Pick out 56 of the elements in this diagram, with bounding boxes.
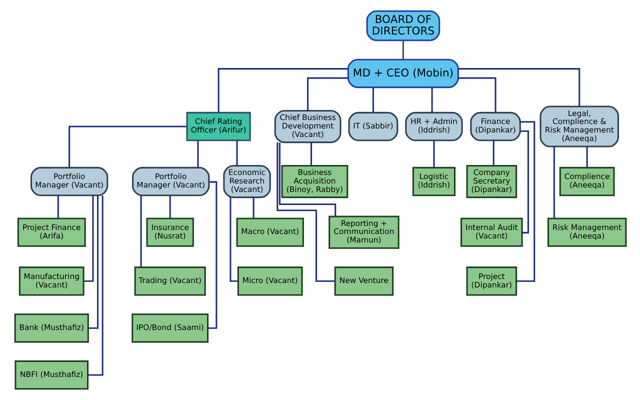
connector (458, 77, 496, 112)
node-box: BOARD OF DIRECTORS (366, 10, 440, 42)
connector (276, 142, 334, 282)
connector (207, 181, 217, 329)
node-box: Business Acquisition (Binoy, Rabby) (280, 165, 348, 198)
node-box: Logistic (Iddrish) (412, 166, 456, 196)
node-box: Portfolio Manager (Vacant) (30, 166, 108, 196)
connector (306, 77, 348, 111)
node-box: Legal, Complience & Risk Management (Aneeqa) (539, 106, 618, 148)
connector (432, 140, 434, 168)
connector (552, 146, 554, 218)
node-box: Project (Dipankar) (466, 266, 517, 296)
connector (88, 196, 98, 329)
node-box: Complience (Aneeqa) (558, 166, 614, 196)
node-box: Bank (Musthafiz) (14, 313, 88, 343)
connector (310, 142, 312, 166)
node-box: Chief Rating Officer (Arifur) (186, 112, 250, 142)
node-box: Finance (Dipankar) (470, 112, 520, 142)
connector (458, 68, 580, 106)
connector (140, 195, 142, 268)
connector (520, 130, 528, 234)
connector (68, 126, 186, 168)
node-box: New Venture (334, 266, 394, 296)
node-box: Project Finance (Arifa) (16, 218, 86, 247)
connector (492, 140, 494, 166)
node-box: Insurance (Nusrat) (146, 218, 194, 247)
node-box: HR + Admin (Iddrish) (404, 112, 462, 142)
node-box: Trading (Vacant) (134, 266, 206, 296)
connector (278, 142, 336, 216)
node-box: Portfolio Manager (Vacant) (132, 166, 210, 196)
node-box: Economic Research (Vacant) (222, 165, 270, 198)
connector (217, 68, 348, 113)
connector (83, 195, 94, 282)
node-box: Chief Business Development (Vacant) (274, 110, 341, 144)
connector (252, 197, 254, 218)
connector (516, 121, 535, 282)
connector (402, 40, 404, 60)
node-box: Risk Management (Aneeqa) (546, 218, 626, 247)
node-box: Internal Audit (Vacant) (460, 218, 522, 247)
connector (586, 146, 588, 168)
connector (229, 197, 238, 282)
connector (236, 140, 238, 166)
node-box: MD + CEO (Mobin) (346, 58, 458, 88)
connector (430, 87, 432, 112)
node-box: Micro (Vacant) (236, 266, 302, 296)
connector (168, 195, 170, 218)
node-box: IT (Sabbir) (348, 112, 398, 142)
node-box: IPO/Bond (Saami) (131, 313, 208, 343)
node-box: NBFI (Musthafiz) (14, 360, 88, 390)
connector (372, 87, 374, 112)
node-box: Reporting + Communication (Mamun) (328, 216, 399, 249)
node-box: Company Secretary (Dipankar) (466, 165, 517, 198)
node-box: Macro (Vacant) (236, 218, 304, 247)
node-box: Manufacturing (Vacant) (18, 266, 84, 296)
connector (196, 140, 198, 168)
connector (56, 195, 58, 218)
